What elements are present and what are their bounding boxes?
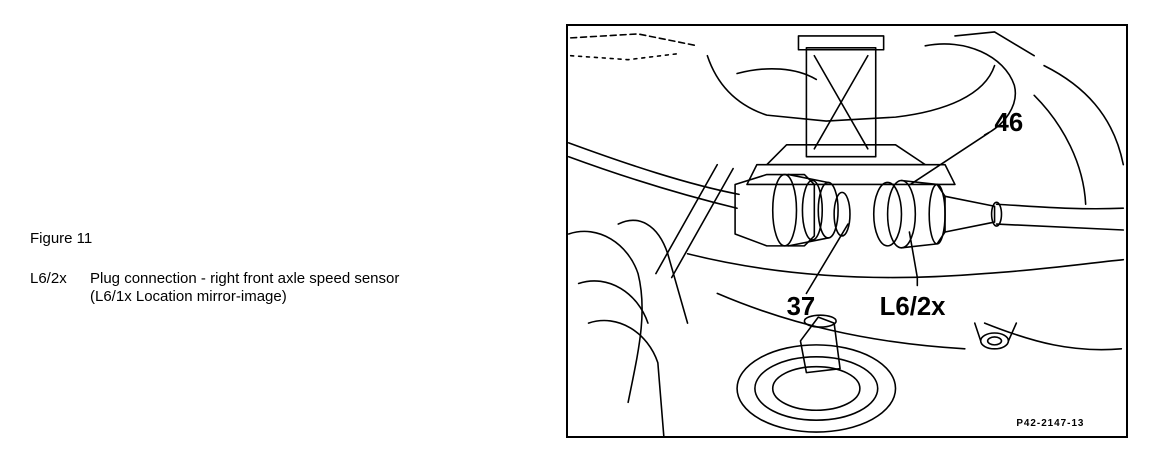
legend-description: Plug connection - right front axle speed…: [90, 270, 530, 306]
legend-description-line-1: Plug connection - right front axle speed…: [90, 270, 400, 287]
callout-46: 46: [995, 109, 1024, 137]
figure-caption: Figure 11 L6/2x Plug connection - right …: [30, 230, 530, 306]
illustration-drawing: 46 37 L6/2x P42-2147-13: [568, 31, 1125, 436]
figure-label: Figure 11: [30, 230, 93, 247]
legend-code: L6/2x: [30, 270, 67, 287]
legend-description-line-2: (L6/1x Location mirror-image): [90, 288, 287, 305]
technical-illustration: 46 37 L6/2x P42-2147-13: [566, 24, 1128, 438]
callout-l6-2x: L6/2x: [880, 293, 946, 321]
callout-37: 37: [787, 293, 816, 321]
figure-reference-code: P42-2147-13: [1016, 418, 1084, 429]
legend-item: L6/2x Plug connection - right front axle…: [30, 270, 530, 306]
